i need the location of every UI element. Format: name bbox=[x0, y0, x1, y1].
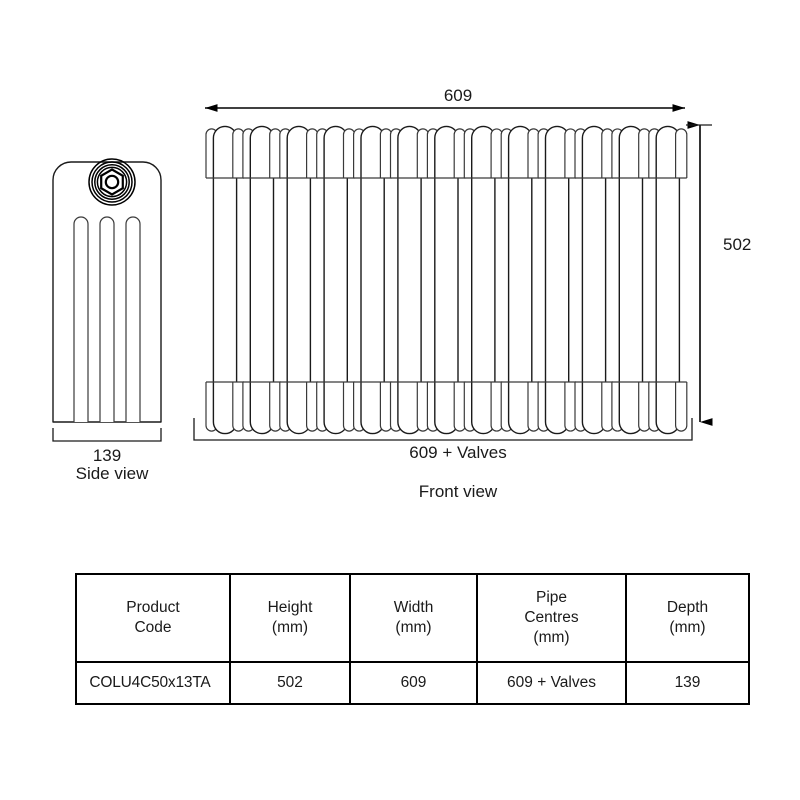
hex-nut-icon bbox=[88, 158, 136, 206]
header-pipe-line2: Centres bbox=[524, 609, 579, 627]
front-view-label: Front view bbox=[419, 482, 498, 501]
header-pipe-line3: (mm) bbox=[533, 628, 570, 646]
table-row: COLU4C50x13TA 502 609 609 + Valves 139 bbox=[75, 661, 750, 705]
header-depth-line1: Depth bbox=[666, 599, 709, 617]
radiator-section bbox=[463, 125, 503, 435]
radiator-section bbox=[574, 125, 614, 435]
radiator-section bbox=[279, 125, 319, 435]
width-dimension-value: 609 bbox=[444, 86, 472, 105]
radiator-section bbox=[611, 125, 651, 435]
header-cell-depth: Depth (mm) bbox=[625, 573, 750, 663]
specification-table: Product Code Height (mm) Width (mm) bbox=[75, 573, 750, 705]
radiator-section bbox=[389, 125, 430, 435]
front-view-width-dimension: 609 bbox=[205, 86, 685, 112]
cell-height: 502 bbox=[229, 661, 351, 705]
header-cell-pipe-centres: Pipe Centres (mm) bbox=[476, 573, 627, 663]
side-view-slot bbox=[125, 216, 141, 422]
cell-depth: 139 bbox=[625, 661, 750, 705]
radiator-section bbox=[316, 125, 356, 435]
side-view-slot bbox=[73, 216, 89, 422]
header-width-line1: Width bbox=[393, 599, 434, 617]
header-product-line2: Code bbox=[134, 619, 172, 636]
header-product-line1: Product bbox=[126, 599, 180, 617]
cell-width: 609 bbox=[349, 661, 478, 705]
header-cell-width: Width (mm) bbox=[349, 573, 478, 663]
header-height-line2: (mm) bbox=[271, 619, 309, 636]
radiator-section bbox=[426, 125, 466, 435]
height-dimension-value: 502 bbox=[723, 235, 751, 254]
radiator-section bbox=[205, 125, 245, 435]
radiator-section bbox=[242, 125, 282, 435]
side-view-depth-dimension: 139 bbox=[52, 428, 162, 465]
header-width-line2: (mm) bbox=[395, 619, 432, 636]
header-cell-height: Height (mm) bbox=[229, 573, 351, 663]
depth-dimension-value: 139 bbox=[93, 446, 121, 465]
side-view-label: Side view bbox=[76, 464, 149, 483]
radiator-section bbox=[537, 125, 577, 435]
header-cell-product-code: Product Code bbox=[75, 573, 231, 663]
front-view-sections bbox=[205, 125, 688, 435]
front-view-height-dimension: 502 bbox=[686, 121, 751, 426]
pipe-centres-dimension-value: 609 + Valves bbox=[409, 443, 507, 462]
radiator-section bbox=[353, 125, 393, 435]
header-height-line1: Height bbox=[267, 599, 313, 617]
side-view-group: 139 Side view bbox=[52, 158, 162, 483]
side-view-slot bbox=[99, 216, 115, 422]
radiator-section bbox=[500, 125, 540, 435]
header-pipe-line1: Pipe bbox=[535, 589, 568, 607]
header-depth-line2: (mm) bbox=[669, 619, 706, 636]
front-view-pipe-centres-dimension: 609 + Valves bbox=[193, 418, 693, 462]
table-header-row: Product Code Height (mm) Width (mm) bbox=[75, 573, 750, 663]
cell-product-code: COLU4C50x13TA bbox=[75, 661, 231, 705]
radiator-section bbox=[648, 125, 688, 435]
product-code-value: COLU4C50x13TA bbox=[89, 674, 211, 692]
front-view-group: 609 502 609 + Valves Front view bbox=[193, 86, 751, 501]
cell-pipe-centres: 609 + Valves bbox=[476, 661, 627, 705]
